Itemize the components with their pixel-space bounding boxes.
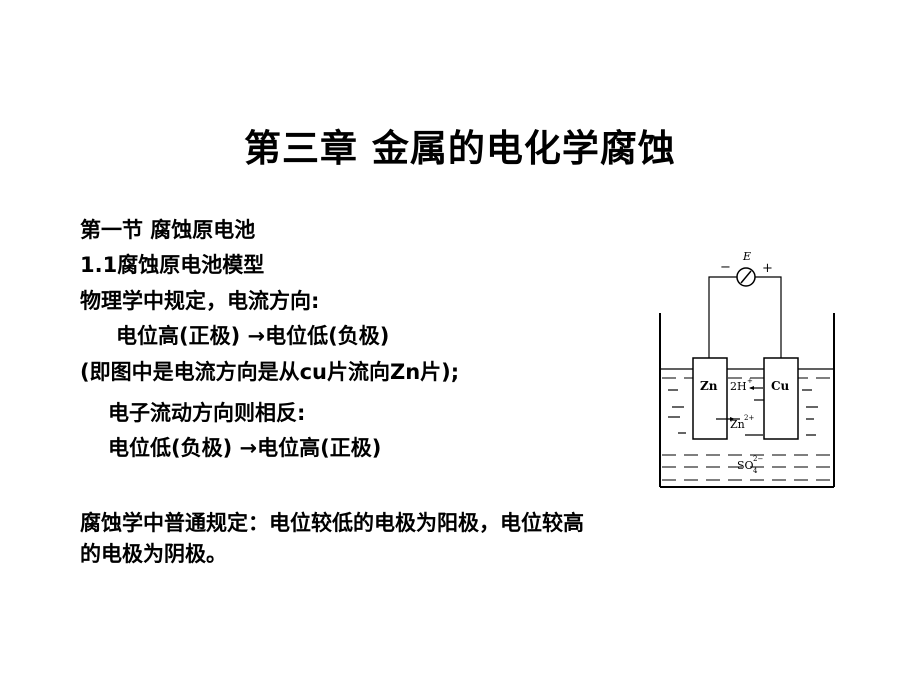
plus-sign: + [762,261,773,276]
electron-rule-text: 电子流动方向则相反: [108,401,306,425]
corrosion-rule-text-1: 腐蚀学中普通规定：电位较低的电极为阳极，电位较高 [80,511,584,535]
current-direction-text: 电位高(正极) →电位低(负极) [116,324,390,348]
electron-direction-text: 电位低(负极) →电位高(正极) [108,436,382,460]
corrosion-rule-text-2: 的电极为阴极。 [80,542,227,566]
slide-title: 第三章 金属的电化学腐蚀 [244,127,676,170]
cu-electrode-label: Cu [771,379,790,393]
zinc-ion-label: Zn [730,418,745,431]
zinc-ion-charge: 2+ [744,414,754,422]
subsection-heading: 1.1腐蚀原电池模型 [80,253,265,277]
current-note-text: (即图中是电流方向是从cu片流向Zn片); [80,360,460,384]
minus-sign: − [720,260,731,275]
sulfate-ion-subscript: 4 [753,467,758,475]
galvanic-cell-diagram: E − + Zn Cu 2H + Zn 2+ SO 4 2− [650,245,850,495]
physics-rule-text: 物理学中规定，电流方向: [80,289,320,313]
sulfate-ion-charge: 2− [753,455,763,463]
section-heading: 第一节 腐蚀原电池 [80,218,256,242]
meter-label: E [742,250,751,263]
sulfate-ion-label: SO [737,459,754,472]
hydrogen-ion-charge: + [747,377,753,385]
hydrogen-ion-label: 2H [730,380,747,393]
zn-electrode-label: Zn [700,379,718,393]
